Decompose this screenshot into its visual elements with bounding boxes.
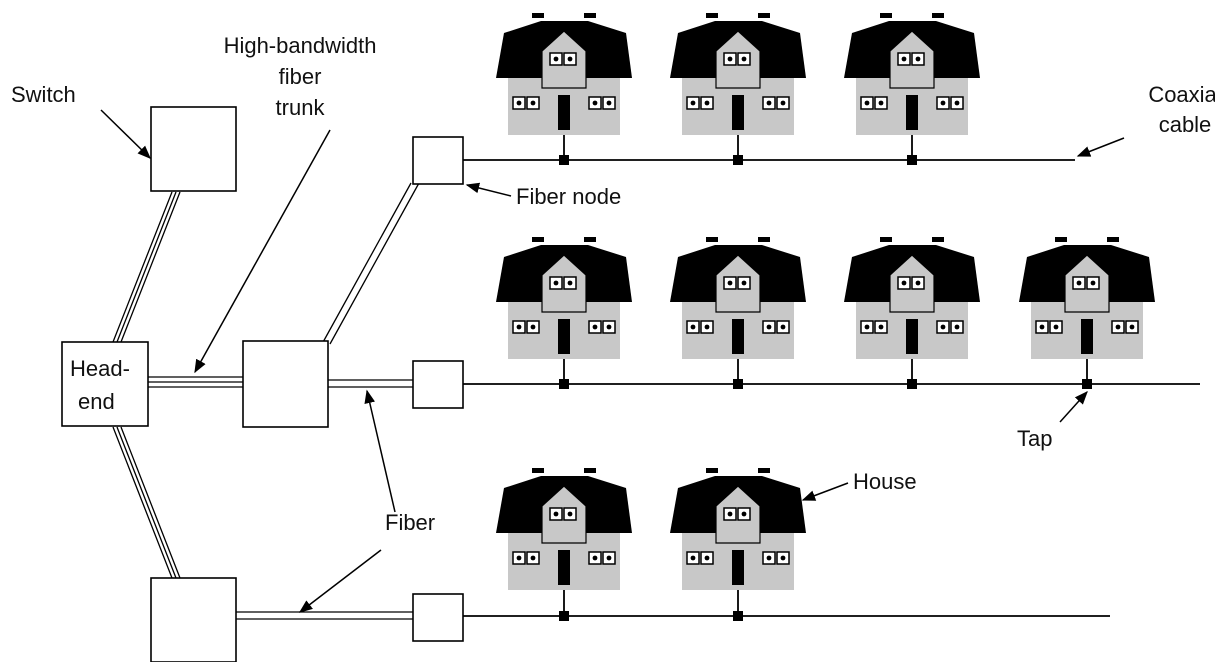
- tap: [907, 379, 917, 389]
- tap: [559, 611, 569, 621]
- tap: [559, 379, 569, 389]
- head-end-label-line2: end: [78, 389, 115, 414]
- coax-label-line2: cable: [1159, 112, 1212, 137]
- tap-label: Tap: [1017, 426, 1052, 451]
- head-end-box: [61, 341, 149, 427]
- tap: [733, 611, 743, 621]
- switch-box: [150, 106, 237, 192]
- house-icon: [495, 12, 633, 136]
- head-end-label-line1: Head-: [70, 356, 130, 381]
- bottom-hub-box: [150, 577, 237, 662]
- fiber-trunk-to-bottom-hub: [112, 426, 181, 579]
- tap: [733, 379, 743, 389]
- house-icon: [669, 12, 807, 136]
- house-arrow: [801, 482, 849, 501]
- trunk-label-line1: High-bandwidth: [224, 33, 377, 58]
- house-label: House: [853, 469, 917, 494]
- coax-arrow: [1076, 137, 1125, 157]
- trunk-arrow: [194, 129, 331, 374]
- tap: [733, 155, 743, 165]
- fiber-trunk-to-switch: [112, 191, 181, 343]
- middle-hub-box: [242, 340, 329, 428]
- house-icon: [1018, 236, 1156, 360]
- house-icon: [669, 467, 807, 591]
- fiber-node-label: Fiber node: [516, 184, 621, 209]
- fiber-node-middle: [412, 360, 464, 409]
- tap: [1082, 379, 1092, 389]
- coax-label-line1: Coaxial: [1148, 82, 1215, 107]
- drops-and-taps: [559, 116, 1092, 621]
- fiber-arrow-lower: [298, 549, 382, 613]
- fiber-label: Fiber: [385, 510, 435, 535]
- fiber-to-middle-node: [328, 379, 413, 388]
- trunk-label-line2: fiber: [279, 64, 322, 89]
- fiber-arrow-upper: [364, 389, 396, 513]
- house-icon: [843, 236, 981, 360]
- house-icon: [495, 236, 633, 360]
- tap: [907, 155, 917, 165]
- fiber-trunk-to-middle-hub: [147, 376, 243, 388]
- switch-arrow: [100, 109, 151, 159]
- house-icon: [843, 12, 981, 136]
- fiber-node-arrow: [465, 182, 512, 197]
- tap-arrow: [1059, 390, 1088, 423]
- tap: [559, 155, 569, 165]
- fiber-node-top: [412, 136, 464, 185]
- house-icon: [495, 467, 633, 591]
- trunk-label-line3: trunk: [276, 95, 326, 120]
- fiber-to-bottom-node: [236, 611, 413, 620]
- house-icon: [669, 236, 807, 360]
- fiber-to-top-node: [321, 182, 420, 345]
- fiber-node-bottom: [412, 593, 464, 642]
- switch-label: Switch: [11, 82, 76, 107]
